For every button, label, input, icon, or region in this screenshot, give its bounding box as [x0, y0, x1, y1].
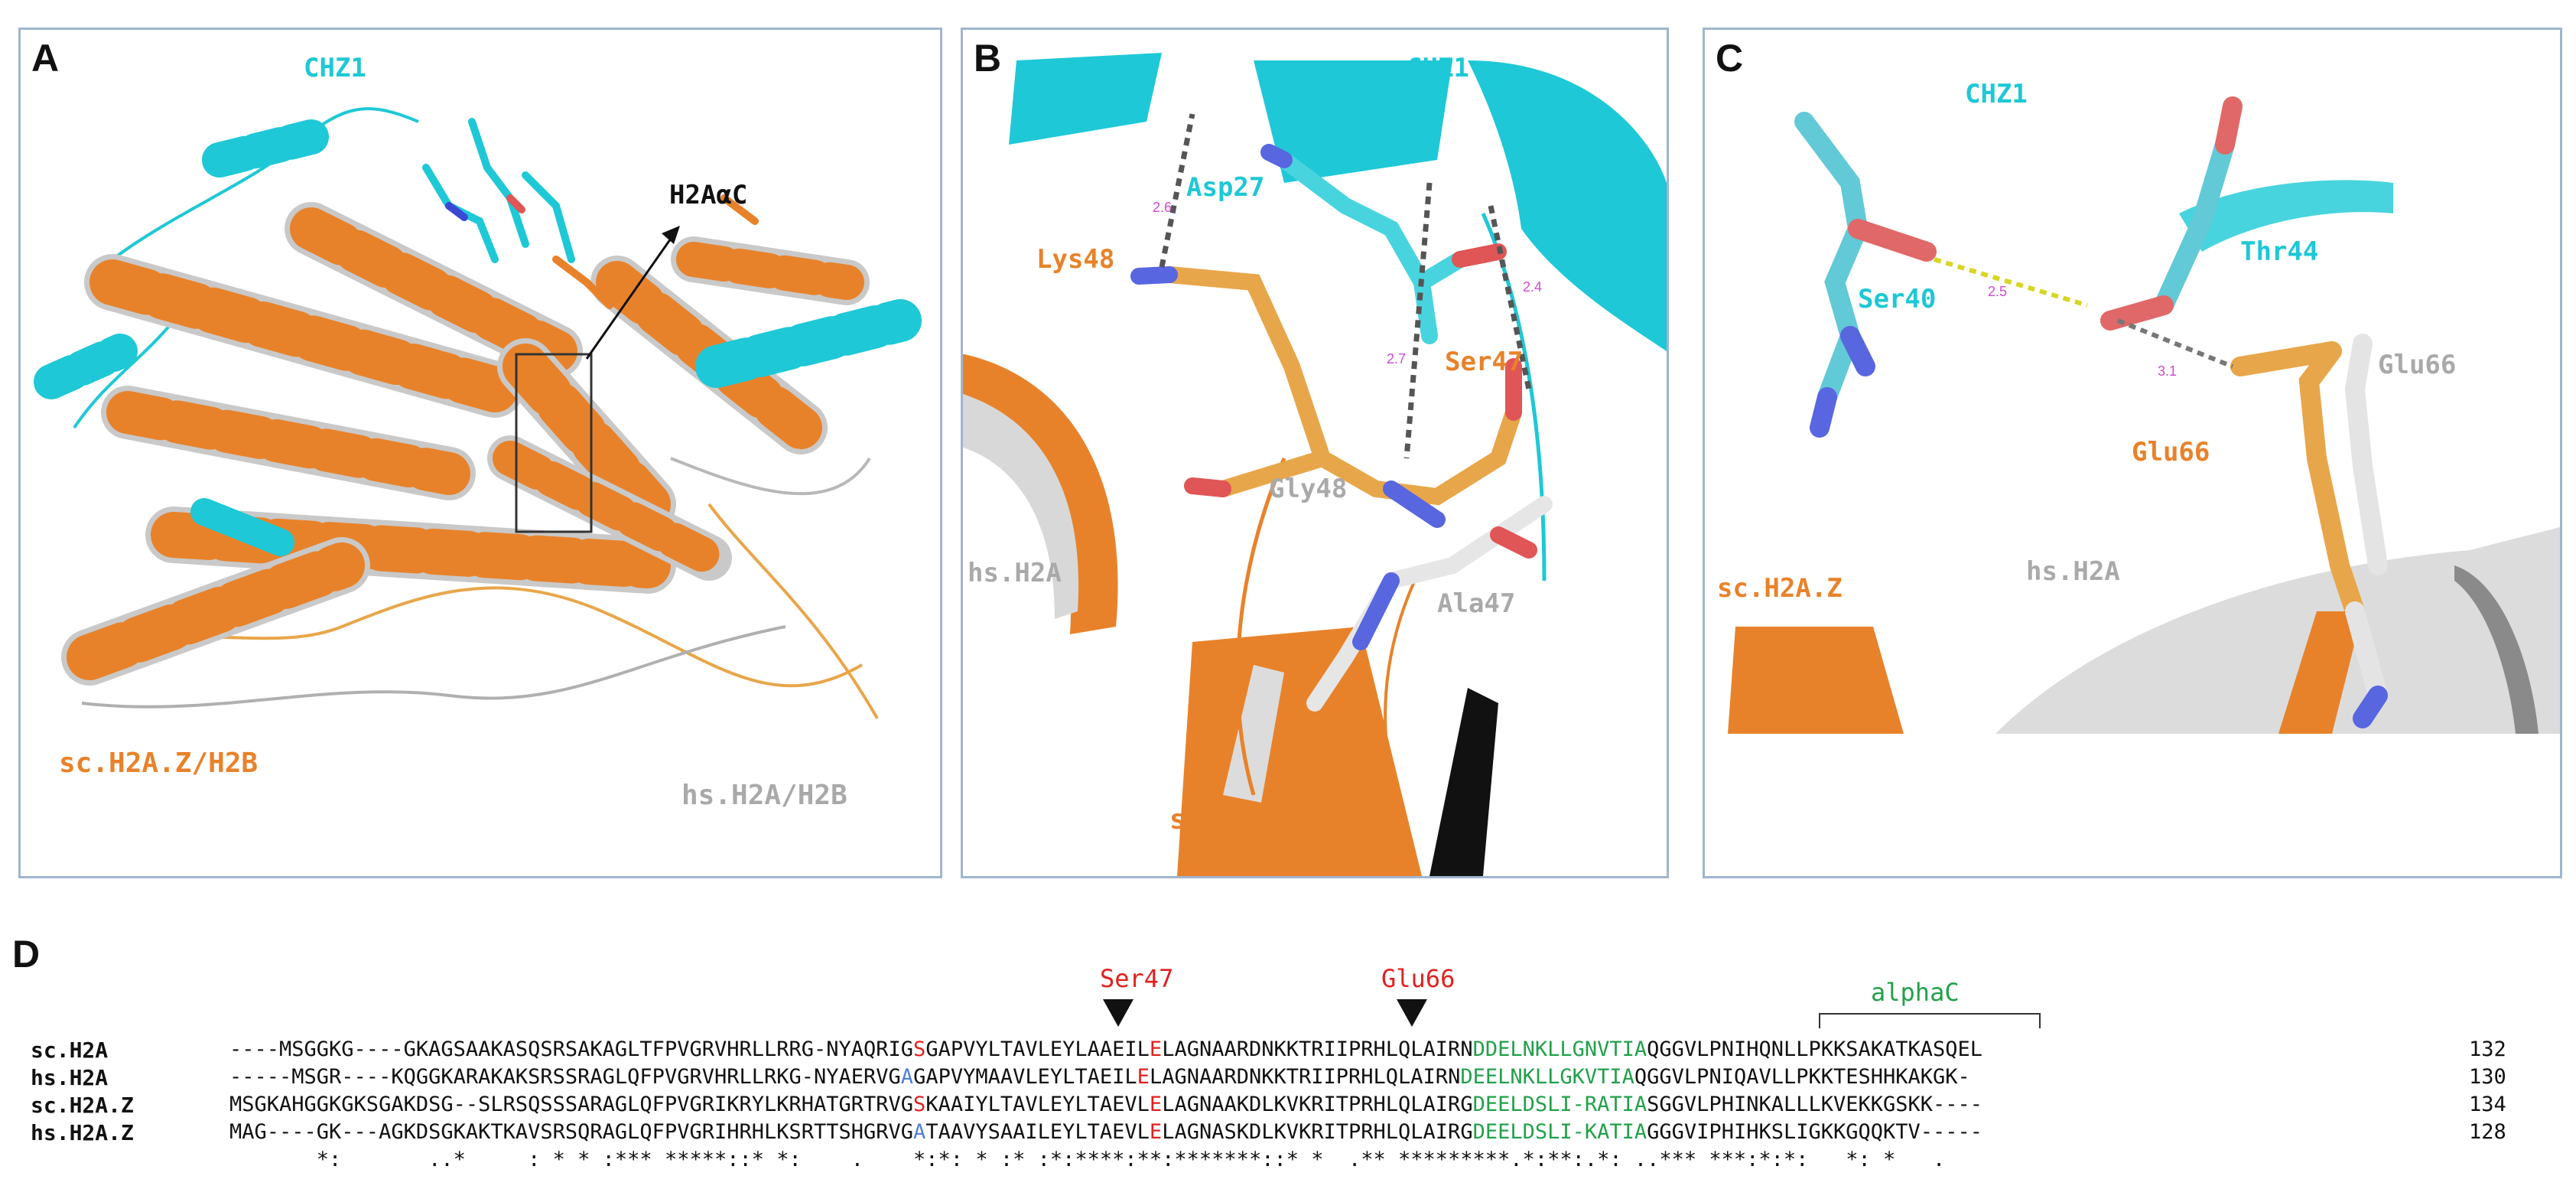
seq-length-sc-h2a: 132 — [2469, 1037, 2506, 1061]
distance-2-7: 2.7 — [1387, 351, 1407, 366]
lys48-label: Lys48 — [1036, 244, 1115, 275]
glu66-marker-arrow — [1397, 999, 1427, 1027]
seq-length-hs-h2a: 130 — [2469, 1065, 2506, 1089]
panel-a-label: A — [31, 37, 60, 80]
hs-h2a-h2b-label: hs.H2A/H2B — [681, 780, 847, 811]
panel-c-label: C — [1716, 37, 1744, 80]
seq-row-hs-h2a-z: MAG----GK---AGKDSGKAKTKAVSRSQRAGLQFPVGRI… — [229, 1120, 1983, 1144]
h2a-alpha-c-label: H2AαC — [669, 180, 748, 210]
gly48-label: Gly48 — [1269, 474, 1348, 504]
glu66-residue: E — [1149, 1037, 1163, 1061]
panel-d: D Ser47 Glu66 alphaC sc.H2A ----MSGGKG--… — [0, 918, 2576, 1202]
b-chz1-label: CHZ1 — [1407, 53, 1469, 83]
distance-3-1: 3.1 — [2158, 363, 2178, 379]
seq-row-sc-h2a: ----MSGGKG----GKAGSAAKASQSRSAKAGLTFPVGRV… — [229, 1037, 1983, 1061]
panel-d-label: D — [12, 933, 41, 976]
c-chz1-label: CHZ1 — [1965, 79, 2028, 109]
seq-length-sc-h2a-z: 134 — [2469, 1093, 2506, 1116]
glu66-marker-label: Glu66 — [1381, 964, 1456, 993]
alpha-c-bracket — [1819, 1013, 2041, 1028]
panel-c-structure — [1728, 96, 2560, 734]
h2a-alpha-c-box — [515, 353, 593, 533]
distance-2-6: 2.6 — [1153, 200, 1173, 215]
glu66-hs-label: Glu66 — [2378, 350, 2457, 380]
consensus-row: *: ..* : * * :*** *****::* *: . *:*: * :… — [229, 1148, 1946, 1171]
alpha-c-label: alphaC — [1871, 978, 1960, 1007]
c-hs-h2a-label: hs.H2A — [2026, 556, 2120, 587]
panel-b-label: B — [974, 37, 1002, 80]
panel-b: B CHZ1 Asp27 Lys48 Ser47 Gly48 Ala47 hs.… — [961, 28, 1669, 878]
panel-a: A CHZ1 H2AαC sc.H2A.Z/H2B hs.H2A/H2B — [18, 28, 942, 878]
ser40-label: Ser40 — [1858, 284, 1937, 314]
distance-2-5: 2.5 — [1988, 284, 2008, 299]
c-sc-h2a-z-label: sc.H2A.Z — [1717, 573, 1843, 604]
seq-name-hs-h2a-z: hs.H2A.Z — [31, 1120, 134, 1145]
ser47-marker-label: Ser47 — [1100, 964, 1174, 993]
seq-name-sc-h2a: sc.H2A — [31, 1037, 109, 1063]
ser47-residue: S — [913, 1037, 926, 1061]
h2a-alpha-c-arrow — [585, 236, 674, 360]
glu66-sc-label: Glu66 — [2132, 437, 2210, 467]
seq-row-hs-h2a: -----MSGR----KQGGKARAKAKSRSSRAGLQFPVGRVH… — [229, 1065, 1970, 1089]
ser47-label: Ser47 — [1445, 347, 1524, 377]
seq-name-hs-h2a: hs.H2A — [31, 1065, 109, 1090]
panel-a-structure — [34, 107, 922, 719]
seq-length-hs-h2a-z: 128 — [2469, 1120, 2506, 1144]
ala47-label: Ala47 — [1437, 588, 1516, 619]
seq-row-sc-h2a-z: MSGKAHGGKGKSGAKDSG--SLRSQSSSARAGLQFPVGRI… — [229, 1093, 1983, 1116]
ser47-marker-arrow — [1103, 999, 1134, 1027]
sc-h2a-z-h2b-label: sc.H2A.Z/H2B — [59, 748, 259, 779]
b-hs-h2a-label: hs.H2A — [968, 558, 1062, 588]
panel-c: C CHZ1 Ser40 Thr44 Glu66 Glu66 sc.H2A.Z … — [1703, 28, 2562, 878]
distance-2-4: 2.4 — [1523, 279, 1543, 295]
seq-name-sc-h2a-z: sc.H2A.Z — [31, 1093, 134, 1118]
thr44-label: Thr44 — [2240, 236, 2319, 267]
chz1-label: CHZ1 — [304, 53, 366, 83]
b-sc-h2a-z-label: sc.H2A.Z — [1169, 804, 1303, 836]
asp27-label: Asp27 — [1186, 172, 1265, 203]
panel-b-structure — [963, 53, 1667, 876]
